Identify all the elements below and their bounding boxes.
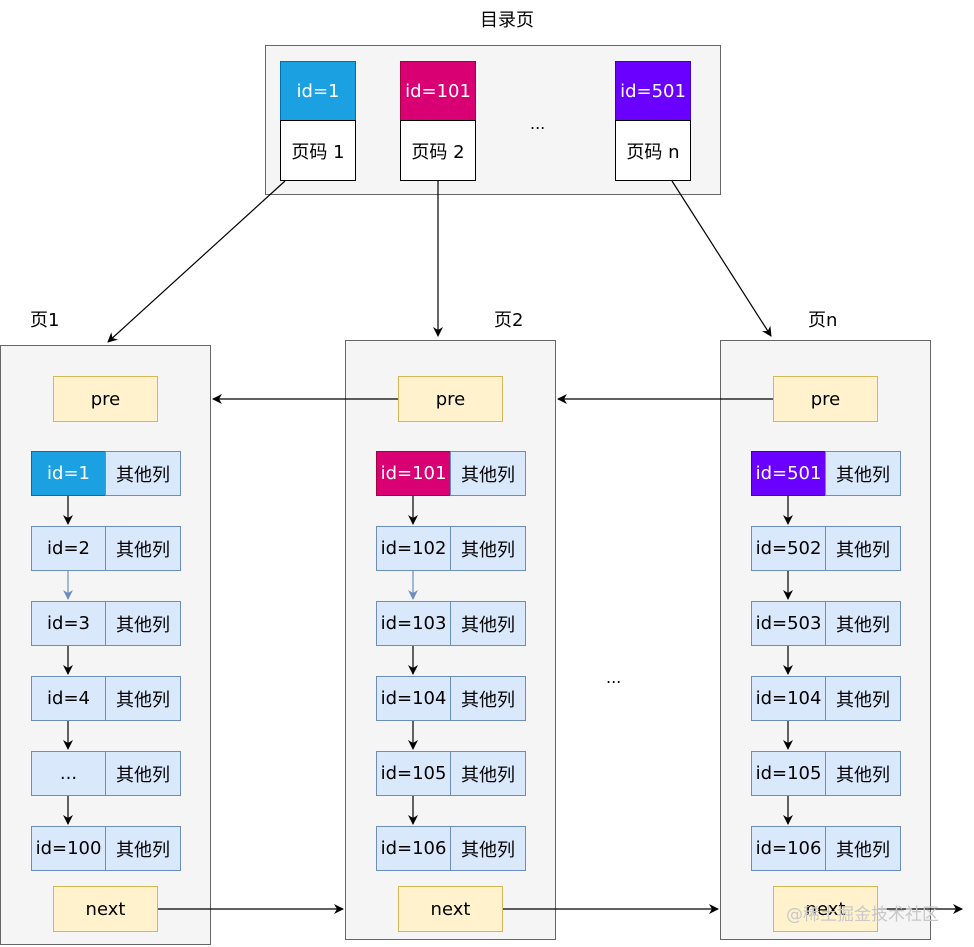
page-2-row-5-id: id=105 — [376, 751, 451, 796]
page-1-row-3-id: id=3 — [31, 601, 106, 646]
page-1-row-2-id: id=2 — [31, 526, 106, 571]
page-n-row-1-id: id=501 — [751, 451, 826, 496]
directory-title: 目录页 — [480, 10, 534, 31]
watermark: @稀土掘金技术社区 — [786, 905, 939, 925]
page-1-row-6-id: id=100 — [31, 826, 106, 871]
page-2-next: next — [398, 886, 503, 932]
page-2-row-1-col: 其他列 — [450, 451, 526, 496]
pages-ellipsis: ... — [606, 668, 622, 687]
page-2-row-2-col: 其他列 — [450, 526, 526, 571]
dir-entry-n-id: id=501 — [615, 61, 691, 121]
dir-entry-2-id: id=101 — [400, 61, 476, 121]
page-1-row-3-col: 其他列 — [105, 601, 181, 646]
page-n-label: 页n — [808, 310, 838, 331]
page-2-row-4-col: 其他列 — [450, 676, 526, 721]
page-n-row-5-col: 其他列 — [825, 751, 901, 796]
page-1-row-4-id: id=4 — [31, 676, 106, 721]
dir-entry-2-page: 页码 2 — [400, 120, 476, 181]
page-2-row-4-id: id=104 — [376, 676, 451, 721]
page-1-pre: pre — [53, 376, 158, 422]
dir-entry-n-page: 页码 n — [615, 120, 691, 181]
page-n-row-2-id: id=502 — [751, 526, 826, 571]
page-n-row-3-col: 其他列 — [825, 601, 901, 646]
page-n-row-3-id: id=503 — [751, 601, 826, 646]
page-n-next: next — [773, 886, 878, 932]
page-2-row-6-col: 其他列 — [450, 826, 526, 871]
arrow-dir-to-page-n — [671, 180, 772, 337]
page-2-pre: pre — [398, 376, 503, 422]
page-n-row-1-col: 其他列 — [825, 451, 901, 496]
page-2-row-1-id: id=101 — [376, 451, 451, 496]
page-n-row-2-col: 其他列 — [825, 526, 901, 571]
page-1-label: 页1 — [30, 310, 60, 331]
page-2-label: 页2 — [494, 310, 524, 331]
dir-entry-1-page: 页码 1 — [280, 120, 356, 181]
page-2-row-3-id: id=103 — [376, 601, 451, 646]
page-1-row-1-col: 其他列 — [105, 451, 181, 496]
page-n-row-4-id: id=104 — [751, 676, 826, 721]
page-1-row-1-id: id=1 — [31, 451, 106, 496]
page-n-row-6-id: id=106 — [751, 826, 826, 871]
page-n-pre: pre — [773, 376, 878, 422]
page-1-next: next — [53, 886, 158, 932]
page-1-row-5-col: 其他列 — [105, 751, 181, 796]
page-2-row-3-col: 其他列 — [450, 601, 526, 646]
page-n-row-4-col: 其他列 — [825, 676, 901, 721]
arrow-dir-to-page-1 — [107, 180, 286, 343]
page-1-row-5-id: ... — [31, 751, 106, 796]
page-2-row-2-id: id=102 — [376, 526, 451, 571]
page-n-row-5-id: id=105 — [751, 751, 826, 796]
page-n-row-6-col: 其他列 — [825, 826, 901, 871]
dir-ellipsis: ... — [530, 114, 546, 133]
page-2-row-5-col: 其他列 — [450, 751, 526, 796]
page-1-row-6-col: 其他列 — [105, 826, 181, 871]
page-1-row-4-col: 其他列 — [105, 676, 181, 721]
page-2-row-6-id: id=106 — [376, 826, 451, 871]
dir-entry-1-id: id=1 — [280, 61, 356, 121]
page-1-row-2-col: 其他列 — [105, 526, 181, 571]
